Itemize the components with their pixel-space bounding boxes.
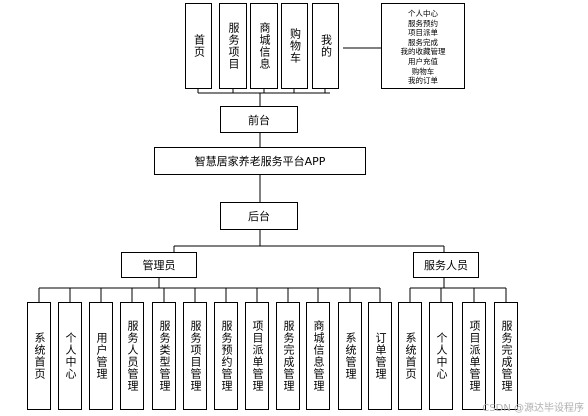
admin-item-box: 系统管理 bbox=[338, 302, 362, 410]
admin-item-box: 服务预约管理 bbox=[214, 302, 238, 410]
staff-label: 服务人员 bbox=[424, 259, 468, 272]
admin-item-box: 服务项目管理 bbox=[183, 302, 207, 410]
admin-item-label: 用户管理 bbox=[95, 332, 108, 380]
admin-node: 管理员 bbox=[121, 252, 197, 278]
admin-item-label: 系统首页 bbox=[33, 332, 46, 380]
my-subitems-list: 个人中心 服务预约 项目派单 服务完成 我的收藏管理 用户充值 购物车 我的订单 bbox=[382, 9, 464, 86]
frontend-item-box: 商城信息 bbox=[250, 3, 278, 89]
my-subitem: 我的订单 bbox=[408, 76, 438, 86]
staff-item-label: 个人中心 bbox=[435, 332, 448, 380]
admin-item-box: 用户管理 bbox=[89, 302, 113, 410]
watermark: CSDN @源达毕设程序 bbox=[482, 403, 584, 414]
admin-item-label: 项目派单管理 bbox=[251, 320, 264, 392]
frontend-item-box: 我的 bbox=[312, 3, 339, 89]
frontend-node: 前台 bbox=[220, 106, 298, 133]
admin-item-box: 项目派单管理 bbox=[245, 302, 269, 410]
staff-item-label: 系统首页 bbox=[404, 332, 417, 380]
admin-item-label: 商城信息管理 bbox=[312, 320, 325, 392]
staff-item-box: 服务完成管理 bbox=[494, 302, 518, 410]
staff-item-box: 项目派单管理 bbox=[462, 302, 486, 410]
frontend-item-label: 服务项目 bbox=[227, 22, 240, 70]
admin-item-box: 服务人员管理 bbox=[120, 302, 144, 410]
frontend-label: 前台 bbox=[248, 113, 270, 127]
admin-item-label: 服务预约管理 bbox=[220, 320, 233, 392]
backend-label: 后台 bbox=[248, 210, 270, 223]
my-subitems-box: 个人中心 服务预约 项目派单 服务完成 我的收藏管理 用户充值 购物车 我的订单 bbox=[381, 3, 465, 89]
my-subitem: 用户充值 bbox=[408, 56, 438, 66]
admin-item-label: 订单管理 bbox=[374, 332, 387, 380]
admin-item-label: 服务项目管理 bbox=[189, 320, 202, 392]
frontend-item-label: 商城信息 bbox=[258, 22, 271, 70]
admin-item-box: 系统首页 bbox=[27, 302, 51, 410]
frontend-item-box: 服务项目 bbox=[219, 3, 247, 89]
my-subitem: 购物车 bbox=[411, 66, 435, 76]
staff-item-label: 项目派单管理 bbox=[468, 320, 481, 392]
staff-node: 服务人员 bbox=[413, 252, 479, 278]
admin-item-box: 订单管理 bbox=[368, 302, 392, 410]
staff-item-box: 系统首页 bbox=[398, 302, 422, 410]
app-label: 智慧居家养老服务平台APP bbox=[194, 155, 326, 168]
my-subitem: 个人中心 bbox=[408, 9, 438, 18]
admin-item-box: 服务类型管理 bbox=[152, 302, 176, 410]
frontend-item-label: 购物车 bbox=[288, 28, 302, 64]
admin-item-label: 个人中心 bbox=[64, 332, 77, 380]
admin-item-label: 系统管理 bbox=[344, 332, 357, 380]
frontend-item-box: 首页 bbox=[185, 3, 212, 89]
staff-item-box: 个人中心 bbox=[429, 302, 453, 410]
admin-item-box: 服务完成管理 bbox=[276, 302, 300, 410]
my-subitem: 项目派单 bbox=[408, 28, 438, 38]
frontend-item-label: 我的 bbox=[319, 34, 333, 58]
admin-item-box: 商城信息管理 bbox=[306, 302, 330, 410]
admin-label: 管理员 bbox=[142, 259, 176, 272]
frontend-item-label: 首页 bbox=[192, 34, 206, 58]
my-subitem: 服务预约 bbox=[408, 18, 438, 28]
my-subitem: 我的收藏管理 bbox=[400, 47, 446, 57]
app-node: 智慧居家养老服务平台APP bbox=[154, 147, 366, 175]
admin-item-label: 服务类型管理 bbox=[158, 320, 171, 392]
frontend-item-box: 购物车 bbox=[281, 3, 308, 89]
my-subitem: 服务完成 bbox=[408, 37, 438, 47]
admin-item-label: 服务人员管理 bbox=[126, 320, 139, 392]
admin-item-box: 个人中心 bbox=[58, 302, 82, 410]
admin-item-label: 服务完成管理 bbox=[282, 320, 295, 392]
backend-node: 后台 bbox=[220, 202, 298, 230]
staff-item-label: 服务完成管理 bbox=[500, 320, 513, 392]
